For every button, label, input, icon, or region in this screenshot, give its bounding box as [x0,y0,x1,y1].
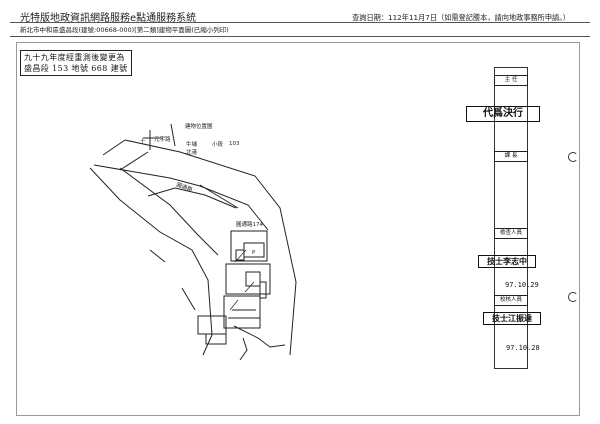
binder-ring-icon [568,152,578,162]
approval-column [494,67,528,369]
map-label-g: 103 [229,141,240,147]
review-date: 97.10.28 [506,344,540,352]
inspector-stamp: 技士李志中 [478,255,536,268]
map-label-a: 建物位置圖 [185,122,213,130]
header-divider-lower [10,36,590,37]
record-line: 新北市中和區盛昌段(建號:00668-000)[第二類]建物平面圖(已縮小列印) [20,26,229,34]
map-label-e: 小段 [212,140,224,148]
inspection-date: 97.10.29 [505,281,539,289]
system-title: 光特版地政資訊網路服務e點通服務系統 [20,13,197,24]
north-arrow [143,123,176,150]
map-label-d: 牛埔 [186,140,198,148]
reviewer-stamp: 技士江振達 [483,312,541,325]
parcel-p-label: P [252,250,256,256]
map-label-f: 北港 [186,148,198,156]
document-title: 九十九年度經重測後變更為 盛昌段 153 地號 668 建號 [20,50,132,76]
section-chief-label: 課 長 [494,151,528,162]
query-date: 查詢日期：112年11月7日（如需登記謄本，請向地政事務所申請。） [352,13,570,22]
title-line-2: 盛昌段 153 地號 668 建號 [24,64,128,73]
road-outline [89,139,297,361]
map-label-b: 元宇路 [154,135,171,143]
diagonal-hatch [229,249,255,311]
binder-ring-icon [568,292,578,302]
building-blocks [197,230,271,345]
delegated-approval-stamp: 代爲決行 [466,106,540,122]
reviewer-label: 校核人員 [494,295,528,306]
title-line-1: 九十九年度經重測後變更為 [24,53,125,62]
header-divider [10,22,590,23]
road-label: 圓通路174 [236,220,263,228]
director-label: 主 任 [494,75,528,86]
inspector-label: 檢查人員 [494,228,528,239]
document-frame [16,42,580,416]
north-marker-label: 十 [140,137,146,145]
